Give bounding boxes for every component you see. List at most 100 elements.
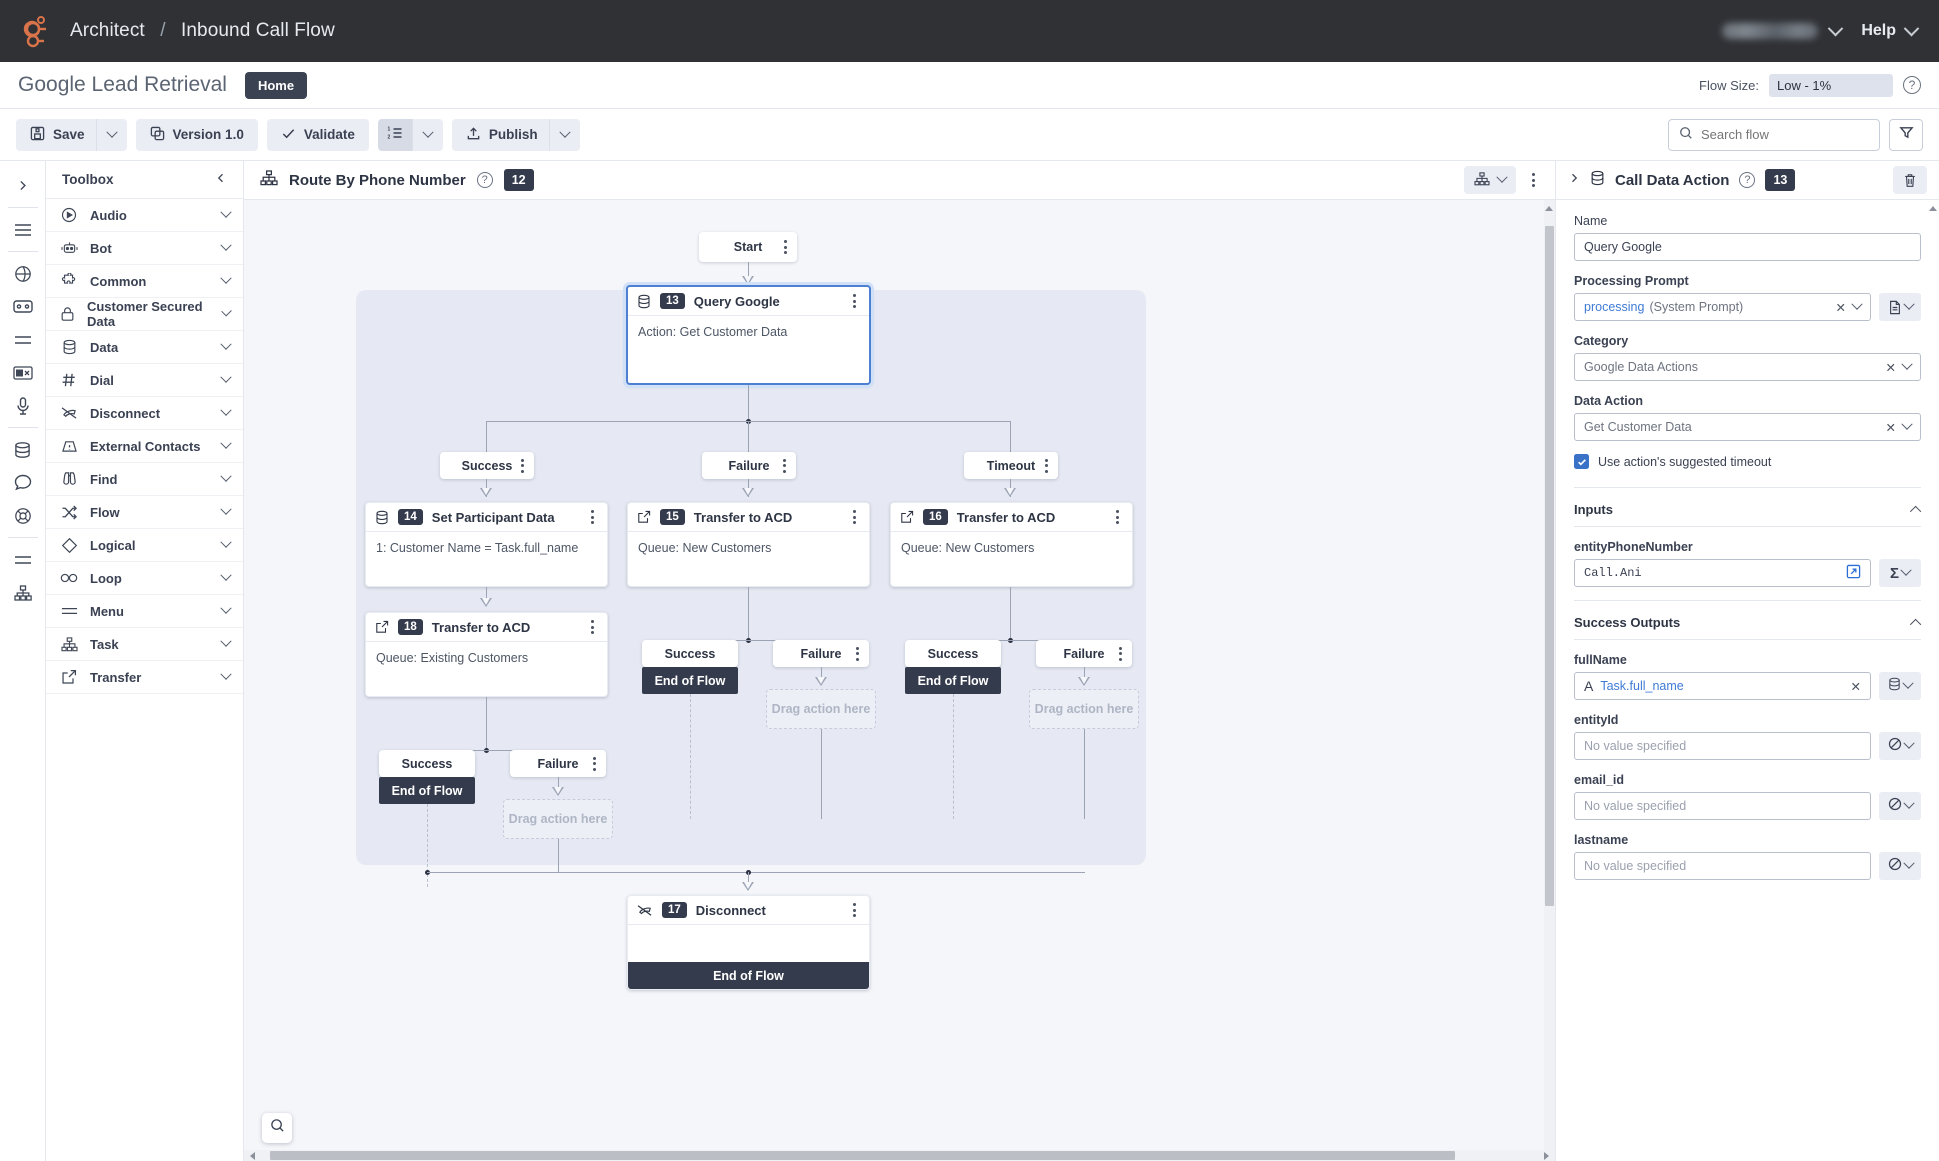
chevron-down-icon[interactable] <box>1901 358 1913 370</box>
flow-node-16[interactable]: 16 Transfer to ACD Queue: New Customers <box>890 502 1133 587</box>
canvas-vertical-scrollbar[interactable] <box>1544 200 1555 1161</box>
clear-icon[interactable]: ✕ <box>1885 360 1896 375</box>
output-type-button-email-id[interactable] <box>1879 792 1921 820</box>
expand-rail-icon[interactable] <box>0 169 46 202</box>
toolbox-item-data[interactable]: Data <box>46 331 243 364</box>
branch-failure-13[interactable]: Failure <box>702 452 796 479</box>
scroll-right-arrow-icon[interactable] <box>1544 1151 1549 1160</box>
version-button[interactable]: Version 1.0 <box>135 118 258 151</box>
clear-icon[interactable]: ✕ <box>1835 300 1846 315</box>
branch-failure-18[interactable]: Failure <box>510 750 606 777</box>
chevron-down-icon[interactable] <box>1851 298 1863 310</box>
panel-scrollbar[interactable] <box>1929 200 1939 1161</box>
panel-help-icon[interactable]: ? <box>1739 172 1756 188</box>
clear-icon[interactable]: ✕ <box>1850 679 1861 694</box>
clear-icon[interactable]: ✕ <box>1885 420 1896 435</box>
flow-node-17[interactable]: 17 Disconnect End of Flow <box>627 895 870 990</box>
rail-badge-icon[interactable] <box>0 356 46 389</box>
success-outputs-section-header[interactable]: Success Outputs <box>1574 615 1922 640</box>
rail-menu-icon[interactable] <box>0 213 46 246</box>
node-menu-button[interactable] <box>849 506 860 528</box>
ordered-list-dropdown-button[interactable] <box>411 118 443 151</box>
branch-timeout-13[interactable]: Timeout <box>964 452 1058 479</box>
toolbox-item-loop[interactable]: Loop <box>46 562 243 595</box>
rail-lifering-icon[interactable] <box>0 499 46 532</box>
branch-success-13[interactable]: Success <box>440 452 534 479</box>
scroll-left-arrow-icon[interactable] <box>250 1151 255 1160</box>
rail-list-icon[interactable] <box>0 323 46 356</box>
output-type-button-lastname[interactable] <box>1879 852 1921 880</box>
branch-menu-button[interactable] <box>517 455 528 477</box>
node-menu-button[interactable] <box>587 506 598 528</box>
expand-panel-icon[interactable] <box>1568 171 1580 189</box>
canvas-more-options-button[interactable] <box>1528 169 1539 191</box>
scroll-up-arrow-icon[interactable] <box>1545 206 1553 211</box>
rail-microphone-icon[interactable] <box>0 389 46 422</box>
node-menu-button[interactable] <box>849 899 860 921</box>
publish-dropdown-button[interactable] <box>548 118 580 151</box>
user-menu[interactable] <box>1722 20 1844 39</box>
input-field-entityphonenumber[interactable]: Call.Ani <box>1574 559 1871 587</box>
toolbox-item-logical[interactable]: Logical <box>46 529 243 562</box>
toolbox-item-disconnect[interactable]: Disconnect <box>46 397 243 430</box>
rail-globe-icon[interactable] <box>0 257 46 290</box>
output-field-email-id[interactable]: No value specified <box>1574 792 1871 820</box>
toolbox-item-menu[interactable]: Menu <box>46 595 243 628</box>
flow-node-13[interactable]: 13 Query Google Action: Get Customer Dat… <box>626 285 871 385</box>
name-field[interactable]: Query Google <box>1574 233 1921 261</box>
toolbox-item-dial[interactable]: Dial <box>46 364 243 397</box>
scroll-up-arrow-icon[interactable] <box>1929 206 1937 211</box>
output-field-fullname[interactable]: A Task.full_name ✕ <box>1574 672 1871 700</box>
branch-failure-15[interactable]: Failure <box>773 640 869 667</box>
help-menu[interactable]: Help <box>1861 20 1920 40</box>
breadcrumb-app[interactable]: Architect <box>70 20 145 41</box>
flow-node-18[interactable]: 18 Transfer to ACD Queue: Existing Custo… <box>365 612 608 697</box>
flow-node-15[interactable]: 15 Transfer to ACD Queue: New Customers <box>627 502 870 587</box>
toolbox-item-external-contacts[interactable]: External Contacts <box>46 430 243 463</box>
help-question-icon[interactable]: ? <box>1903 76 1921 94</box>
toolbox-item-transfer[interactable]: Transfer <box>46 661 243 694</box>
rail-card-icon[interactable] <box>0 290 46 323</box>
prompt-document-button[interactable] <box>1879 293 1921 321</box>
category-select[interactable]: Google Data Actions ✕ <box>1574 353 1921 381</box>
toolbox-item-task[interactable]: Task <box>46 628 243 661</box>
vertical-scroll-thumb[interactable] <box>1545 226 1554 906</box>
toolbox-item-find[interactable]: Find <box>46 463 243 496</box>
node-menu-button[interactable] <box>849 290 860 312</box>
toolbox-item-customer-secured-data[interactable]: Customer Secured Data <box>46 298 243 331</box>
home-breadcrumb-pill[interactable]: Home <box>244 71 308 99</box>
output-type-button-entityid[interactable] <box>1879 732 1921 760</box>
filter-button[interactable] <box>1889 118 1923 151</box>
output-type-button-fullname[interactable] <box>1879 672 1921 700</box>
processing-prompt-select[interactable]: processing (System Prompt) ✕ <box>1574 293 1871 321</box>
collapse-toolbox-icon[interactable] <box>215 172 227 187</box>
data-action-select[interactable]: Get Customer Data ✕ <box>1574 413 1921 441</box>
branch-menu-button[interactable] <box>779 455 790 477</box>
expression-type-button[interactable]: Σ <box>1879 559 1921 587</box>
canvas-help-icon[interactable]: ? <box>476 172 493 188</box>
output-field-entityid[interactable]: No value specified <box>1574 732 1871 760</box>
rail-database-icon[interactable] <box>0 433 46 466</box>
start-node[interactable]: Start <box>699 232 797 262</box>
canvas-horizontal-scrollbar[interactable] <box>244 1150 1555 1161</box>
drop-zone-15-failure[interactable]: Drag action here <box>766 689 876 729</box>
node-menu-button[interactable] <box>1112 506 1123 528</box>
search-flow-box[interactable] <box>1668 118 1880 151</box>
branch-success-15[interactable]: Success <box>642 640 738 667</box>
checkbox-checked-icon[interactable] <box>1574 454 1589 469</box>
toolbox-item-common[interactable]: Common <box>46 265 243 298</box>
branch-menu-button[interactable] <box>852 643 863 665</box>
flow-canvas[interactable]: Start 13 Query Google Action: Get Custom… <box>244 200 1555 1161</box>
layout-mode-button[interactable] <box>1464 166 1516 194</box>
inputs-section-header[interactable]: Inputs <box>1574 502 1922 527</box>
rail-chat-icon[interactable] <box>0 466 46 499</box>
branch-success-18[interactable]: Success <box>379 750 475 777</box>
output-field-lastname[interactable]: No value specified <box>1574 852 1871 880</box>
drop-zone-16-failure[interactable]: Drag action here <box>1029 689 1139 729</box>
suggested-timeout-checkbox-row[interactable]: Use action's suggested timeout <box>1574 454 1921 469</box>
search-input[interactable] <box>1701 127 1869 142</box>
drop-zone-18-failure[interactable]: Drag action here <box>503 799 613 839</box>
branch-menu-button[interactable] <box>1041 455 1052 477</box>
chevron-down-icon[interactable] <box>1901 418 1913 430</box>
